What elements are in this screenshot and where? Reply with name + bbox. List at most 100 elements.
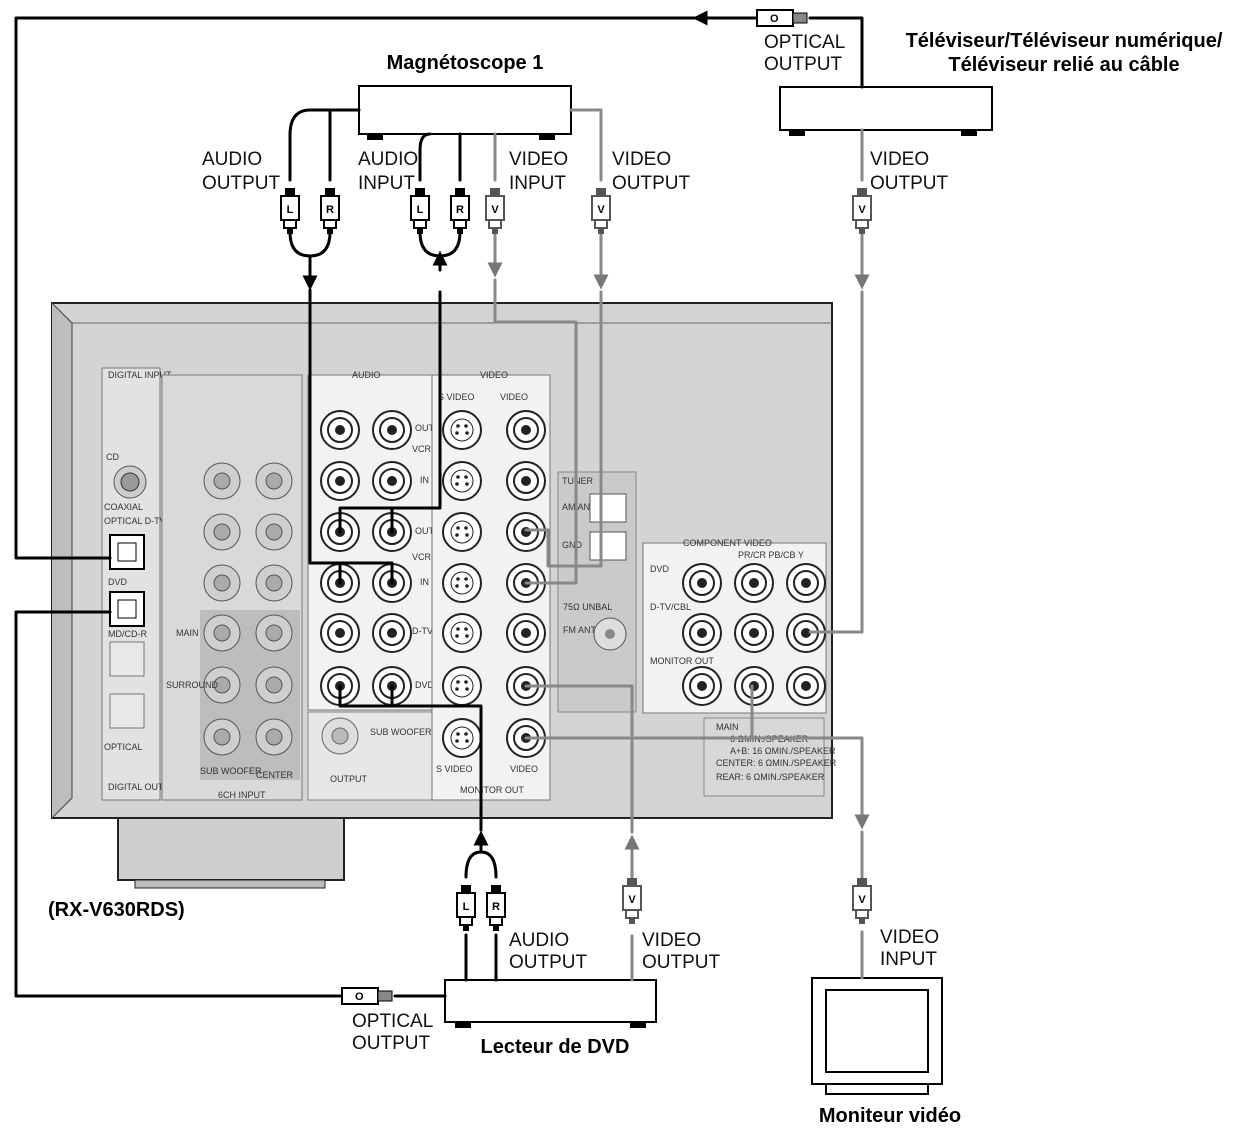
s-video-jack-2 xyxy=(442,512,482,552)
monitor-video-in-plug-letter: V xyxy=(858,894,866,906)
svg-text:CENTER: CENTER xyxy=(256,770,294,780)
svg-text:OPTICAL: OPTICAL xyxy=(104,742,143,752)
svg-text:OUTPUT: OUTPUT xyxy=(612,173,691,194)
svg-text:INPUT: INPUT xyxy=(358,173,415,194)
svg-text:MONITOR OUT: MONITOR OUT xyxy=(460,785,524,795)
component-jack-1-1 xyxy=(734,613,774,653)
dvd-device: Lecteur de DVD xyxy=(444,979,657,1058)
tv-video-out-plug-letter: V xyxy=(858,204,866,216)
audio-jack-r-4 xyxy=(320,613,360,653)
vcr-video-out-plug-letter: V xyxy=(597,204,605,216)
svg-text:VCR 1: VCR 1 xyxy=(412,552,439,562)
audio-jack-r-0 xyxy=(320,410,360,450)
svg-text:DVD: DVD xyxy=(415,680,435,690)
svg-text:S VIDEO: S VIDEO xyxy=(438,392,475,402)
monitor-video-in-plug: V xyxy=(852,878,872,924)
tv-video-out-plug: V xyxy=(852,188,872,234)
svg-text:AUDIO: AUDIO xyxy=(509,930,569,951)
svg-text:MD/CD-R: MD/CD-R xyxy=(108,629,147,639)
video-jack-section: VIDEO S VIDEO VIDEO S VIDEO VIDEO MONITO… xyxy=(431,370,551,801)
s-video-jack-4 xyxy=(442,613,482,653)
svg-text:AM ANT: AM ANT xyxy=(562,502,596,512)
dvd-audio-out-plug-l: L xyxy=(456,885,476,931)
svg-text:OPTICAL: OPTICAL xyxy=(352,1011,433,1032)
optical-plug-top: O xyxy=(756,9,808,27)
digital-input-label: DIGITAL INPUT xyxy=(108,370,172,380)
svg-text:OPTICAL D-TV/CBL: OPTICAL D-TV/CBL xyxy=(104,516,186,526)
svg-text:VIDEO: VIDEO xyxy=(870,149,929,170)
digital-io-section: DIGITAL INPUT CD COAXIAL OPTICAL D-TV/CB… xyxy=(101,367,186,801)
vcr-audio-in-plug-r-letter: R xyxy=(456,204,464,216)
svg-text:OPTICAL: OPTICAL xyxy=(764,32,845,53)
svg-text:MONITOR OUT: MONITOR OUT xyxy=(650,656,714,666)
svg-text:75Ω UNBAL: 75Ω UNBAL xyxy=(563,602,612,612)
audio-jack-r-1 xyxy=(320,461,360,501)
svg-text:PR/CR PB/CB Y: PR/CR PB/CB Y xyxy=(738,550,804,560)
monitor-label: Moniteur vidéo xyxy=(819,1105,961,1127)
tv-device: Téléviseur/Téléviseur numérique/ Télévis… xyxy=(779,30,1223,136)
svg-text:OUTPUT: OUTPUT xyxy=(509,952,588,973)
vcr-video-in-plug: V xyxy=(485,188,505,234)
svg-text:COMPONENT VIDEO: COMPONENT VIDEO xyxy=(683,538,772,548)
svg-text:IN: IN xyxy=(420,577,429,587)
component-jack-2-0 xyxy=(682,666,722,706)
video-jack-0 xyxy=(506,410,546,450)
cables xyxy=(14,10,870,998)
svg-text:AUDIO: AUDIO xyxy=(352,370,381,380)
vcr-audio-in-plug-l: L xyxy=(410,188,430,234)
svg-text:REAR: 6 ΩMIN./SPEAKER: REAR: 6 ΩMIN./SPEAKER xyxy=(716,772,825,782)
component-jack-2-2 xyxy=(786,666,826,706)
vcr-audio-out-plug-r-letter: R xyxy=(326,204,334,216)
dvd-video-out-plug-letter: V xyxy=(628,894,636,906)
receiver-foot xyxy=(117,817,345,881)
svg-text:OUTPUT: OUTPUT xyxy=(202,173,281,194)
video-jack-2 xyxy=(506,512,546,552)
vcr-video-in-plug-letter: V xyxy=(491,204,499,216)
svg-text:OUTPUT: OUTPUT xyxy=(870,173,949,194)
audio-jack-r-2 xyxy=(320,512,360,552)
audio-jack-l-0 xyxy=(372,410,412,450)
svg-text:OUTPUT: OUTPUT xyxy=(642,952,721,973)
svg-text:A+B: 16 ΩMIN./SPEAKER: A+B: 16 ΩMIN./SPEAKER xyxy=(730,746,836,756)
plugs: L R L R V V V L R V V xyxy=(280,188,872,931)
tv-label-line2: Téléviseur relié au câble xyxy=(948,54,1179,76)
component-jack-2-1 xyxy=(734,666,774,706)
vcr-audio-in-plug-r: R xyxy=(450,188,470,234)
svg-text:COAXIAL: COAXIAL xyxy=(104,502,143,512)
svg-text:MAIN: MAIN xyxy=(716,722,739,732)
svg-text:IN: IN xyxy=(420,475,429,485)
receiver-model-label: (RX-V630RDS) xyxy=(48,899,185,921)
svg-text:TUNER: TUNER xyxy=(562,476,593,486)
svg-text:SURROUND: SURROUND xyxy=(166,680,219,690)
svg-text:INPUT: INPUT xyxy=(880,949,937,970)
audio-jack-l-4 xyxy=(372,613,412,653)
vcr-audio-out-plug-r: R xyxy=(320,188,340,234)
svg-text:MAIN: MAIN xyxy=(176,628,199,638)
svg-text:O: O xyxy=(355,991,364,1003)
svg-text:VIDEO: VIDEO xyxy=(480,370,508,380)
tv-label-line1: Téléviseur/Téléviseur numérique/ xyxy=(906,30,1223,52)
svg-text:VIDEO: VIDEO xyxy=(880,927,939,948)
audio-jack-section: AUDIO OUTPUT SUB WOOFER OUT VCR 2/VDR IN… xyxy=(307,370,461,801)
vcr-audio-out-plug-l: L xyxy=(280,188,300,234)
svg-text:D-TV/CBL: D-TV/CBL xyxy=(650,602,691,612)
svg-text:SUB WOOFER: SUB WOOFER xyxy=(370,727,432,737)
svg-text:AUDIO: AUDIO xyxy=(358,149,418,170)
svg-text:VIDEO: VIDEO xyxy=(510,764,538,774)
optical-plug-bottom: O xyxy=(341,987,393,1005)
component-jack-0-2 xyxy=(786,563,826,603)
6ch-input-section: MAIN SURROUND SUB WOOFER CENTER 6CH INPU… xyxy=(161,374,303,801)
svg-text:DVD: DVD xyxy=(108,577,128,587)
svg-text:VIDEO: VIDEO xyxy=(612,149,671,170)
dvd-video-out-plug: V xyxy=(622,878,642,924)
svg-text:VIDEO: VIDEO xyxy=(500,392,528,402)
svg-text:6CH INPUT: 6CH INPUT xyxy=(218,790,266,800)
s-video-jack-1 xyxy=(442,461,482,501)
svg-text:OUTPUT: OUTPUT xyxy=(352,1033,431,1054)
svg-text:DIGITAL OUTPUT: DIGITAL OUTPUT xyxy=(108,782,182,792)
dvd-audio-out-plug-r-letter: R xyxy=(492,901,500,913)
svg-text:OUTPUT: OUTPUT xyxy=(330,774,368,784)
tuner-section: TUNER AM ANT GND 75Ω UNBAL FM ANT xyxy=(557,471,637,713)
